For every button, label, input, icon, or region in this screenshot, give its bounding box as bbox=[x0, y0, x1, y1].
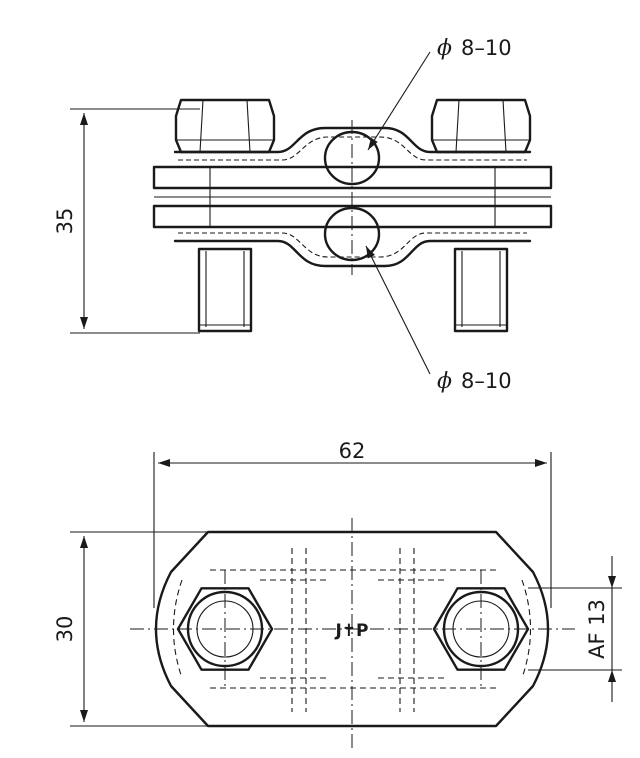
lower-diameter-symbol: ϕ bbox=[437, 369, 452, 394]
width-dimension-line bbox=[153, 452, 552, 608]
width-dimension-label: 62 bbox=[339, 439, 366, 463]
right-bolt-shank bbox=[453, 247, 509, 333]
height-dimension-line bbox=[70, 108, 200, 334]
lower-diameter-range: 8–10 bbox=[461, 369, 512, 393]
depth-dimension-label: 30 bbox=[53, 616, 77, 643]
top-view: 62 30 J✝P bbox=[53, 439, 622, 750]
upper-diameter-leader bbox=[367, 51, 431, 151]
lower-diameter-leader bbox=[365, 245, 431, 375]
upper-diameter-symbol: ϕ bbox=[437, 36, 452, 61]
left-hex-nut bbox=[174, 98, 276, 154]
across-flats-dimension-label: AF 13 bbox=[585, 599, 609, 659]
across-flats-dimension-line bbox=[528, 556, 622, 702]
right-hex-nut bbox=[430, 98, 532, 154]
hidden-edges bbox=[173, 548, 531, 712]
height-dimension-label: 35 bbox=[53, 208, 77, 235]
left-bolt-shank bbox=[197, 247, 253, 333]
manufacturer-logo: J✝P bbox=[334, 621, 368, 641]
upper-diameter-range: 8–10 bbox=[461, 36, 512, 60]
lower-clamp-plate bbox=[173, 239, 532, 268]
clamp-plate-outline bbox=[154, 530, 550, 728]
upper-clamp-plate bbox=[173, 126, 532, 154]
side-view: 35 ϕ 8–10 ϕ 8–10 bbox=[53, 36, 553, 394]
